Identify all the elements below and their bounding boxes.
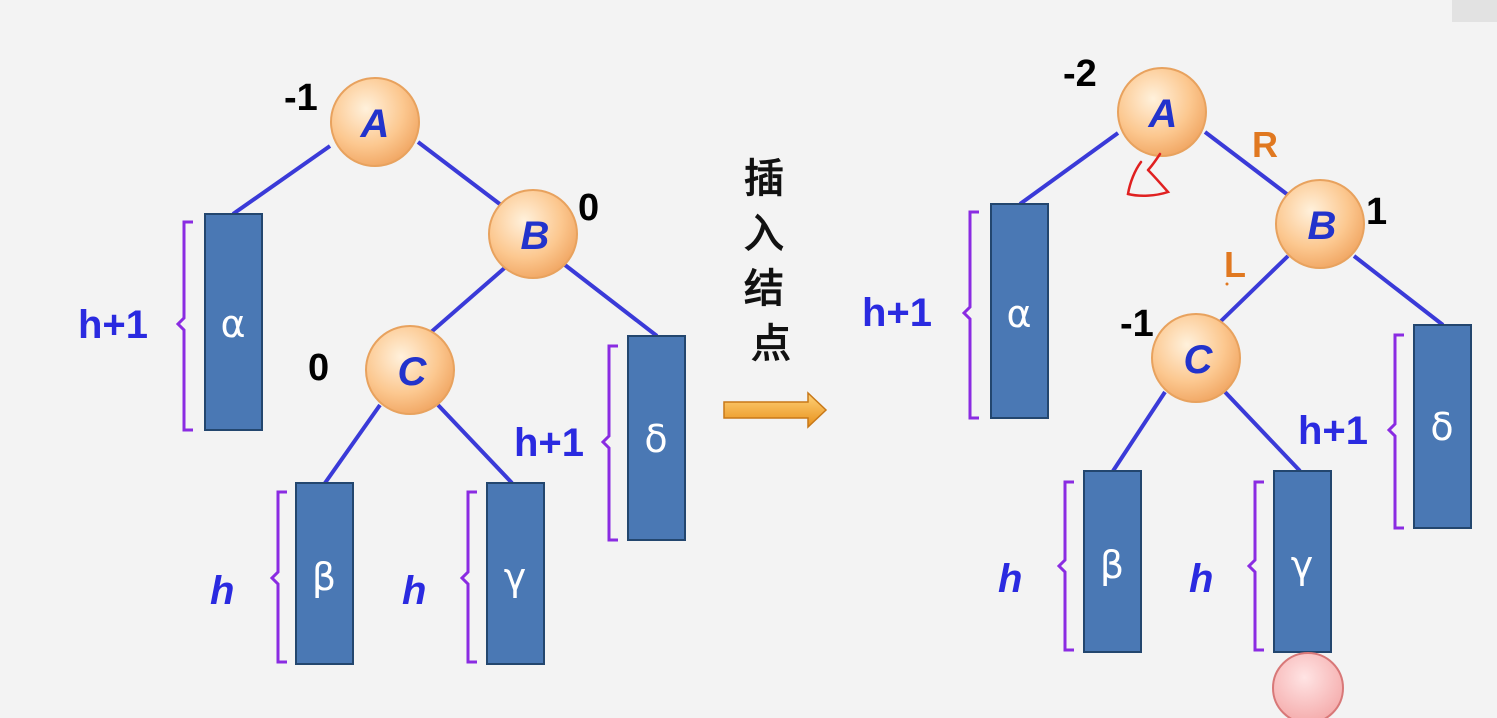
bracket-delta-after <box>1386 333 1404 530</box>
node-c-label-after: C <box>1184 338 1214 382</box>
subtree-delta-label: δ <box>644 417 667 461</box>
subtree-alpha-box-after <box>990 203 1049 419</box>
height-label-gamma-after: h <box>1189 557 1213 601</box>
height-label-delta-after: h+1 <box>1298 409 1368 453</box>
subtree-gamma-box <box>486 482 545 665</box>
height-label-delta: h+1 <box>514 421 584 465</box>
subtree-beta-box <box>295 482 354 665</box>
height-label-beta: h <box>210 569 234 613</box>
subtree-gamma-box-after <box>1273 470 1332 653</box>
node-b-label: B <box>521 214 550 258</box>
height-label-alpha-after: h+1 <box>862 291 932 335</box>
subtree-beta-label: β <box>312 555 336 599</box>
direction-label-r: R <box>1252 124 1278 165</box>
subtree-alpha-box <box>204 213 263 431</box>
edge-b-c <box>428 263 510 335</box>
subtree-alpha-label-after: α <box>1006 292 1031 336</box>
edge-a-b <box>416 140 507 210</box>
node-b-label-after: B <box>1308 204 1337 248</box>
node-a-label-after: A <box>1148 92 1178 136</box>
height-label-alpha: h+1 <box>78 303 148 347</box>
edge-c-gamma-after <box>1223 390 1302 473</box>
edge-a-alpha <box>231 144 332 216</box>
bracket-beta-after <box>1056 480 1074 652</box>
subtree-alpha-label: α <box>220 302 245 346</box>
bracket-gamma-after <box>1246 480 1264 652</box>
node-c-after <box>1151 313 1241 403</box>
tree-after: α δ β γ h+1 h+1 h h R L A -2 B 1 C -1 <box>862 53 1472 718</box>
node-a <box>330 77 420 167</box>
node-b-balance: 0 <box>578 187 599 229</box>
direction-label-l: L <box>1224 244 1246 285</box>
subtree-delta-label-after: δ <box>1430 405 1453 449</box>
corner-tab <box>1452 0 1497 22</box>
subtree-delta-box-after <box>1413 324 1472 529</box>
subtree-gamma-label-after: γ <box>1291 543 1314 587</box>
insert-action-label: 插 入 结 点 <box>744 156 798 367</box>
node-a-balance: -1 <box>284 77 318 119</box>
edge-a-alpha-after <box>1018 131 1120 206</box>
node-b <box>488 189 578 279</box>
insert-action: 插 入 结 点 <box>723 156 828 429</box>
subtree-gamma-label: γ <box>504 555 527 599</box>
direction-dot <box>1225 282 1229 286</box>
bracket-delta <box>600 344 618 542</box>
tree-before: α δ β γ h+1 h+1 h h A -1 B 0 C 0 <box>78 77 686 665</box>
bracket-beta <box>269 490 287 664</box>
node-c-balance-after: -1 <box>1120 303 1154 345</box>
bracket-gamma <box>459 490 477 664</box>
node-b-after <box>1275 179 1365 269</box>
edge-a-b-after <box>1203 130 1294 200</box>
node-c-label: C <box>398 350 428 394</box>
height-label-gamma: h <box>402 569 426 613</box>
node-b-balance-after: 1 <box>1366 191 1387 233</box>
node-a-balance-after: -2 <box>1063 53 1097 95</box>
inserted-node <box>1272 652 1344 718</box>
subtree-beta-label-after: β <box>1100 543 1124 587</box>
node-c-balance: 0 <box>308 347 329 389</box>
bracket-alpha <box>175 220 193 432</box>
subtree-delta-box <box>627 335 686 541</box>
subtree-beta-box-after <box>1083 470 1142 653</box>
bracket-alpha-after <box>961 210 979 420</box>
node-c <box>365 325 455 415</box>
edge-b-c-after <box>1218 254 1290 324</box>
edge-c-gamma <box>436 403 514 485</box>
edge-c-beta-after <box>1111 390 1167 473</box>
edge-b-delta-after <box>1352 254 1445 327</box>
red-annotation-mark <box>1126 152 1171 197</box>
edge-b-delta <box>563 263 659 338</box>
arrow-right-icon <box>723 391 828 429</box>
node-a-after <box>1117 67 1207 157</box>
edge-c-beta <box>323 403 382 485</box>
node-a-label: A <box>360 102 390 146</box>
height-label-beta-after: h <box>998 557 1022 601</box>
